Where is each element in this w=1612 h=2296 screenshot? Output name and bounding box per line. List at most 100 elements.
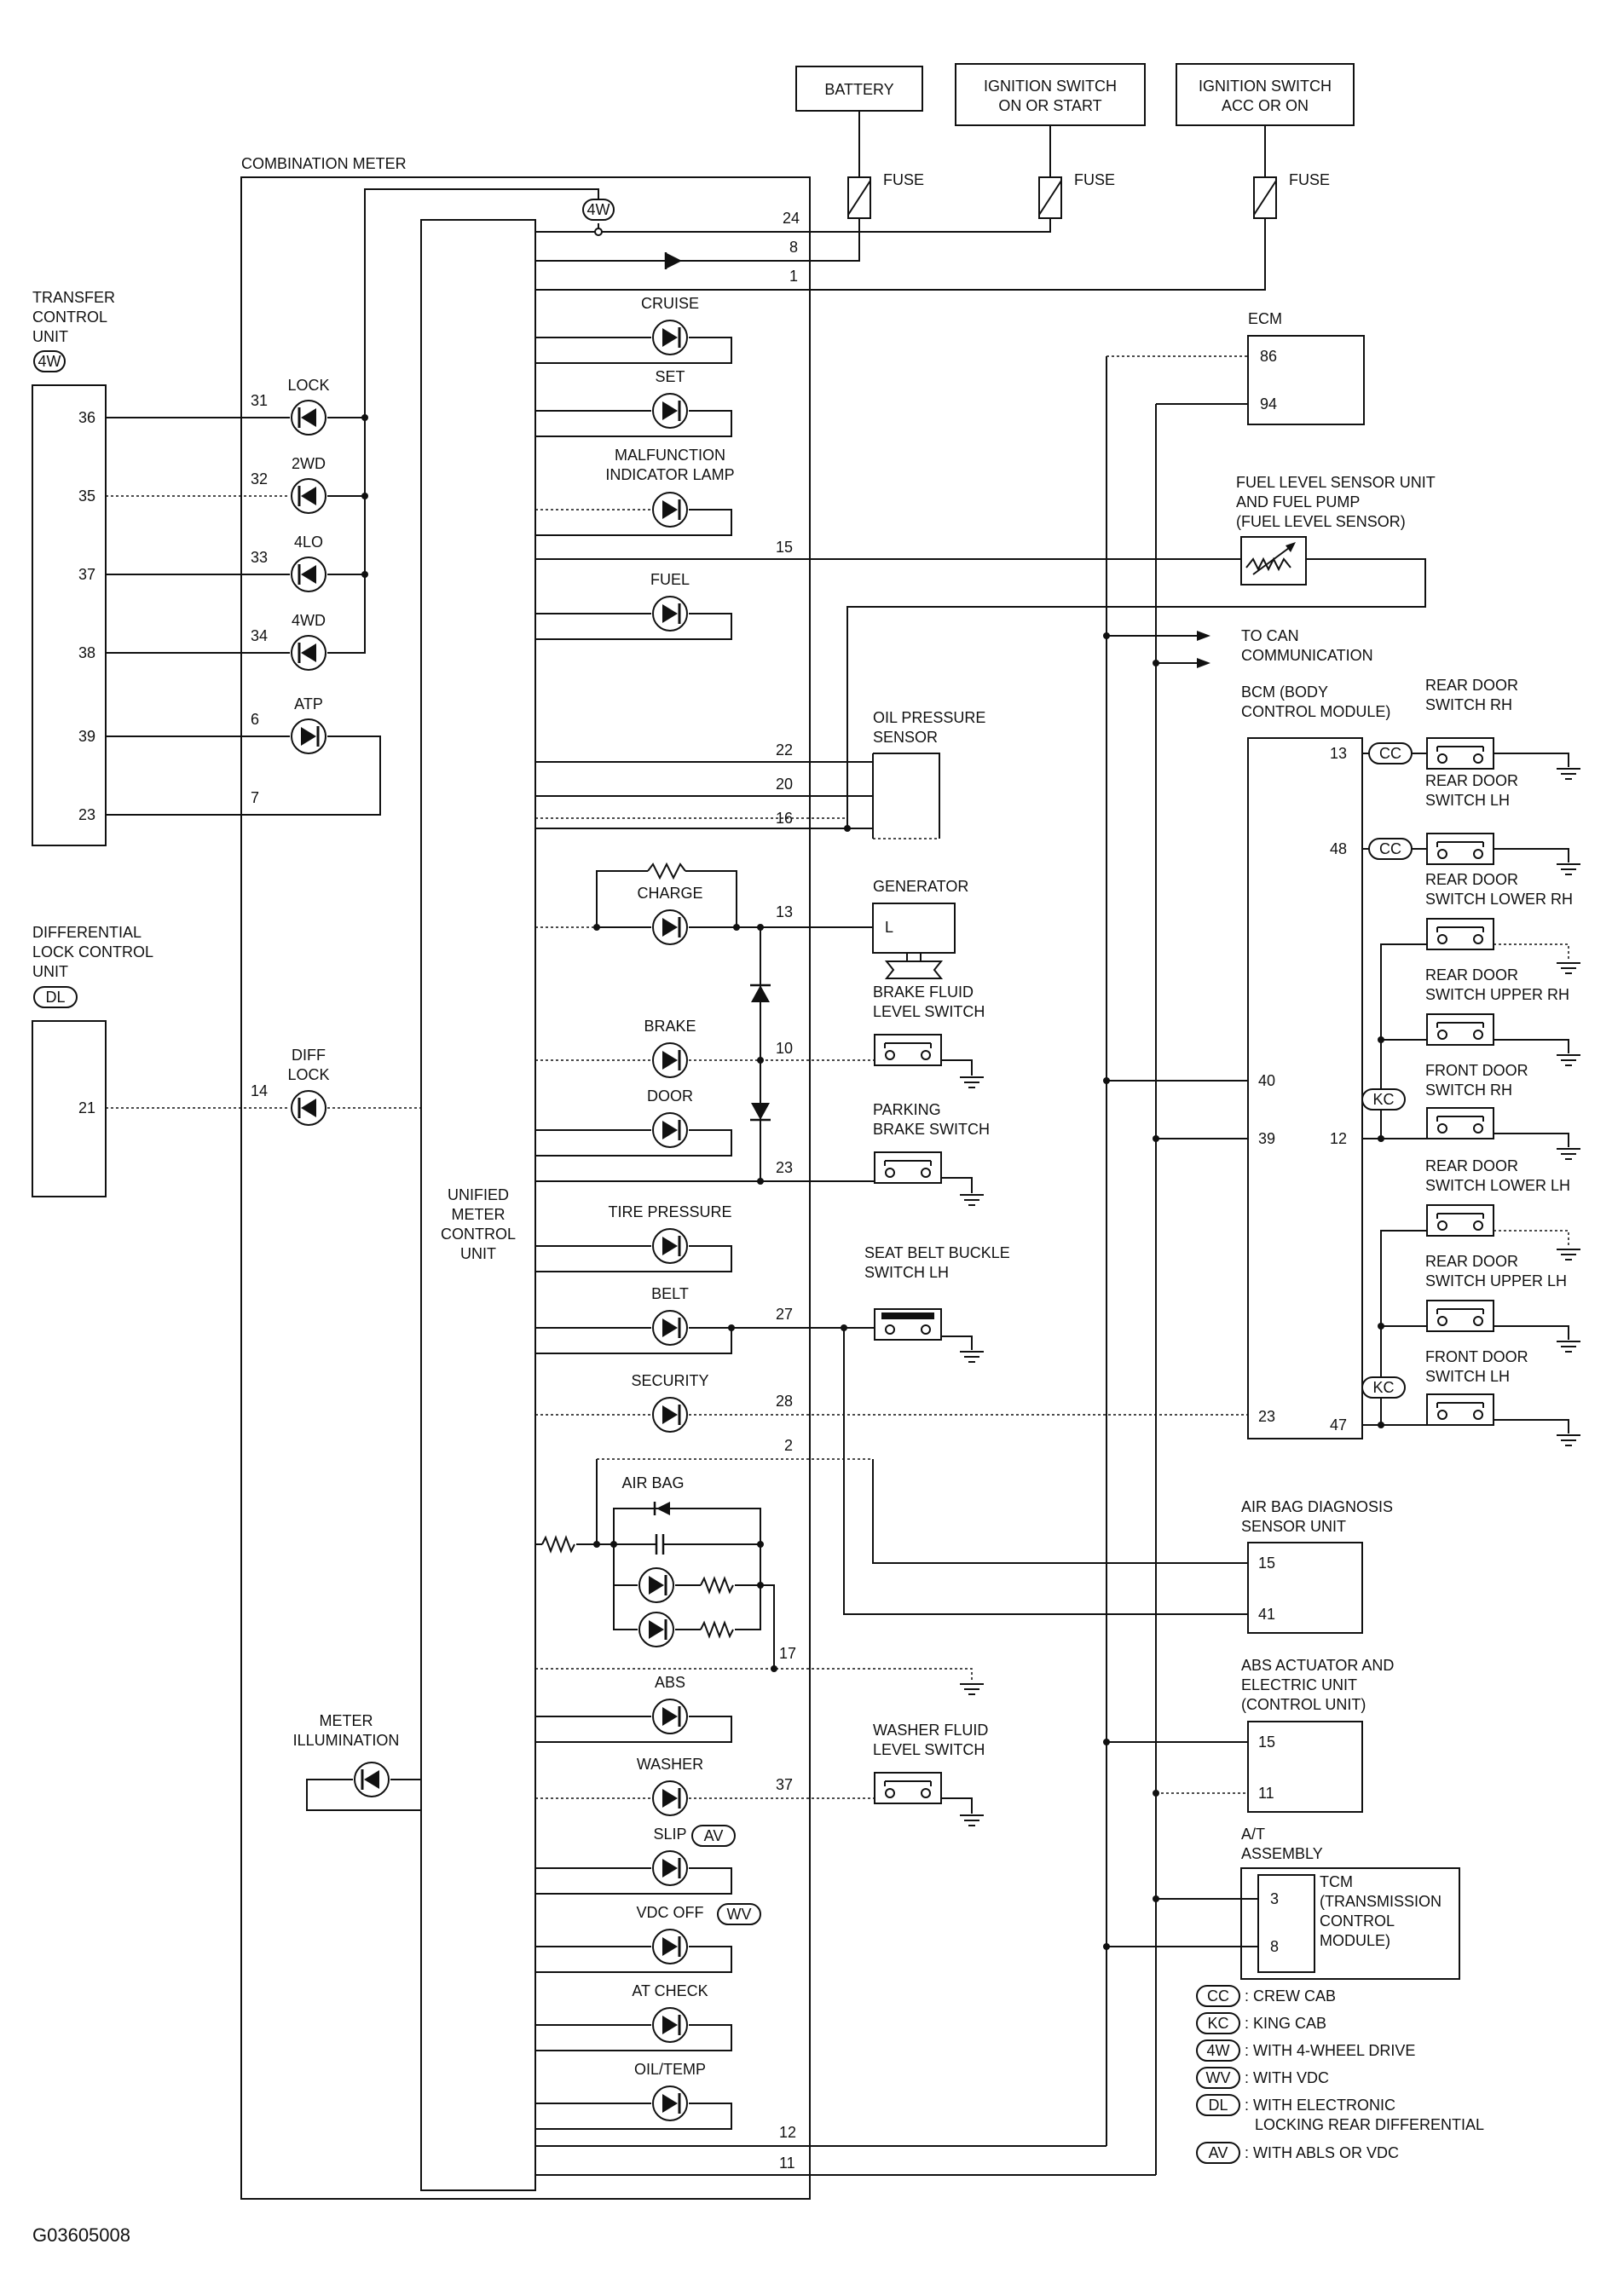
lock-label: LOCK [287,377,329,394]
brake-lamp-icon [651,1041,689,1079]
seatbelt-label-1: SEAT BELT BUCKLE [864,1244,1010,1261]
door-label: DOOR [647,1087,693,1105]
bcm-label-2: CONTROL MODULE) [1241,703,1390,720]
rear-door-switch-lh [1426,833,1494,865]
fuel-label: FUEL [650,571,690,588]
at-assembly [1240,1867,1460,1980]
abs-unit-pin-11: 11 [1258,1785,1274,1802]
security-label: SECURITY [631,1372,708,1389]
can-label-1: TO CAN [1241,627,1299,644]
meter-pin-32: 32 [251,470,268,487]
rd-rh-label-2: SWITCH RH [1425,696,1512,713]
rear-door-switch-rh [1426,737,1494,770]
ecm-pin-94: 94 [1260,395,1277,412]
transfer-pin-36: 36 [78,409,95,426]
umcu-label-3: CONTROL [441,1226,516,1243]
rd-llh-label-2: SWITCH LOWER LH [1425,1177,1570,1194]
umcu-label-4: UNIT [460,1245,496,1262]
transfer-label-2: CONTROL [32,309,107,326]
parking-ground-icon [959,1194,985,1206]
legend-tag-cc-label: CC [1207,1987,1229,2005]
abs-lamp-icon [651,1698,689,1735]
malfunction-lamp-icon [651,491,689,528]
washer-switch-label-1: WASHER FLUID [873,1722,988,1739]
bcm-pin-48: 48 [1330,840,1347,857]
bcm-pin-23: 23 [1258,1408,1275,1425]
rd-lh-ground-icon [1556,863,1581,875]
airbag-unit-label-1: AIR BAG DIAGNOSIS [1241,1498,1393,1515]
rear-door-switch-lower-lh [1426,1204,1494,1237]
rd-urh-label-1: REAR DOOR [1425,966,1518,984]
rd-ulh-label-1: REAR DOOR [1425,1253,1518,1270]
tag-4w-meter-label: 4W [587,201,610,218]
meter-pin-34: 34 [251,627,268,644]
brake-fluid-level-switch [874,1034,942,1066]
battery-box: BATTERY [795,66,923,112]
tag-cc-1-label: CC [1379,745,1401,762]
abs-label: ABS [655,1674,685,1691]
tcm-label-1: TCM [1320,1873,1353,1890]
tcm-pin-3: 3 [1270,1890,1279,1907]
pin-20: 20 [776,776,793,793]
diff-pin-21: 21 [78,1099,95,1116]
legend-dl-text: : WITH ELECTRONIC [1245,2097,1395,2114]
rear-door-switch-upper-rh [1426,1013,1494,1046]
tire-pressure-label: TIRE PRESSURE [608,1203,731,1220]
legend-tag-4w [1196,2039,1240,2062]
rd-llh-ground-icon [1556,1249,1581,1260]
tag-kc-2 [1361,1376,1406,1399]
tag-kc-2-label: KC [1372,1379,1394,1396]
rd-rh-label-1: REAR DOOR [1425,677,1518,694]
at-check-lamp-icon [651,2006,689,2044]
fd-lh-ground-icon [1556,1434,1581,1446]
differential-lock-control-unit [32,1020,107,1197]
oil-temp-lamp-icon [651,2085,689,2122]
diff-unit-label-3: UNIT [32,963,68,980]
ecm [1247,335,1365,425]
at-label-1: A/T [1241,1826,1265,1843]
meter-pin-33: 33 [251,549,268,566]
legend-tag-wv [1196,2067,1240,2089]
fuse-label-1: FUSE [883,171,924,188]
rd-lrh-ground-icon [1556,962,1581,974]
pin-22: 22 [776,741,793,759]
charge-lamp-icon [651,909,689,946]
rd-lrh-label-1: REAR DOOR [1425,871,1518,888]
ign-on-label-2: ON OR START [998,97,1101,114]
transfer-pin-35: 35 [78,487,95,505]
abs-unit-label-2: ELECTRIC UNIT [1241,1676,1357,1693]
generator-pin-l: L [885,919,893,936]
tag-kc-1-label: KC [1372,1091,1394,1108]
fuse-label-3: FUSE [1289,171,1330,188]
meter-pin-6: 6 [251,711,259,728]
tag-wv-vdc [717,1903,761,1925]
rd-rh-ground-icon [1556,768,1581,780]
abs-unit-label-1: ABS ACTUATOR AND [1241,1657,1394,1674]
bcm-label-1: BCM (BODY [1241,684,1328,701]
meter-ground-icon [959,1683,985,1695]
oil-sensor-label-1: OIL PRESSURE [873,709,985,726]
rd-urh-ground-icon [1556,1054,1581,1066]
pin-37: 37 [776,1776,793,1793]
pin-17: 17 [779,1645,796,1662]
vdc-off-lamp-icon [651,1928,689,1965]
rd-urh-label-2: SWITCH UPPER RH [1425,986,1569,1003]
front-door-switch-lh [1426,1393,1494,1426]
transfer-pin-38: 38 [78,644,95,661]
rd-ulh-ground-icon [1556,1341,1581,1353]
seat-belt-buckle-switch [874,1308,942,1341]
rd-llh-label-1: REAR DOOR [1425,1157,1518,1174]
atp-lamp-icon [290,718,327,755]
legend-dl-text-2: LOCKING REAR DIFFERENTIAL [1255,2116,1484,2133]
legend-cc-text: : CREW CAB [1245,1987,1336,2005]
tag-dl-diff [33,986,78,1008]
legend-tag-cc [1196,1985,1240,2007]
4wd-label: 4WD [292,612,326,629]
fuel-sensor-label-2: AND FUEL PUMP [1236,493,1360,511]
bcm-pin-47: 47 [1330,1416,1347,1434]
4lo-lamp-icon [290,556,327,593]
meter-pin-7: 7 [251,789,259,806]
legend: CC : CREW CAB KC : KING CAB 4W : WITH 4-… [1196,1985,1484,2164]
tag-dl-diff-label: DL [45,989,65,1006]
cruise-label: CRUISE [641,295,699,312]
